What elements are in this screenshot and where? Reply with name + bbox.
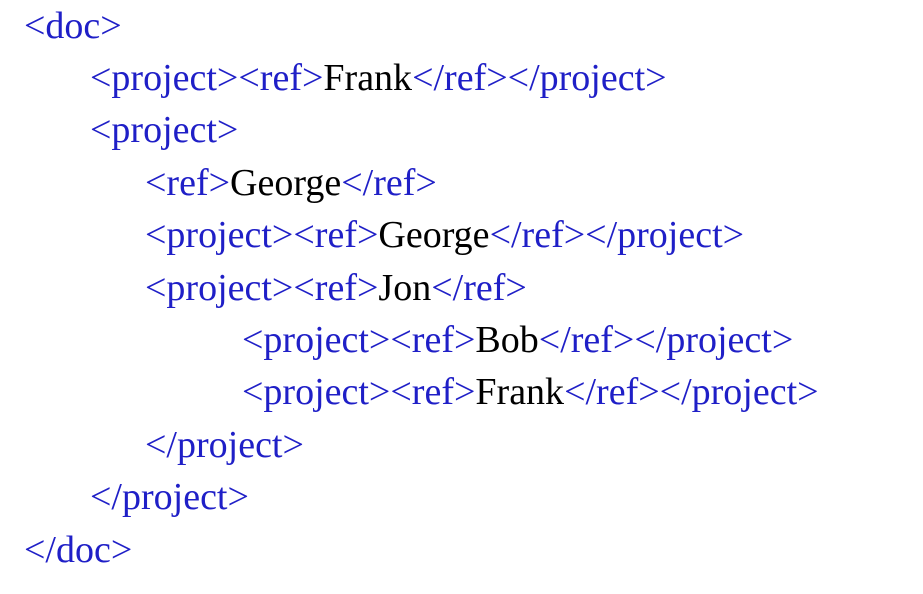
xml-line-project-frank-nested: <project><ref>Frank</ref></project> [0,366,819,418]
xml-ref-value: George [378,214,490,256]
xml-tag: </project> [90,476,249,518]
xml-line-project-open: <project> [0,104,238,156]
xml-tag: <ref> [145,162,231,204]
xml-tag: </ref></project> [489,214,745,256]
xml-tag: </ref></project> [538,319,794,361]
xml-tag: <doc> [24,5,122,47]
xml-line-project-frank: <project><ref>Frank</ref></project> [0,52,667,104]
xml-ref-value: George [230,162,342,204]
xml-line-ref-george: <ref>George</ref> [0,157,437,209]
xml-line-project-close-outer: </project> [0,471,249,523]
xml-line-project-close-inner: </project> [0,419,304,471]
xml-tag: <project><ref> [145,214,379,256]
xml-line-doc-open: <doc> [0,0,122,52]
xml-tag: <project><ref> [242,371,476,413]
xml-tag: </doc> [24,529,133,571]
xml-tag: <project><ref> [145,267,379,309]
xml-tag: <project><ref> [90,57,324,99]
xml-line-project-bob: <project><ref>Bob</ref></project> [0,314,793,366]
xml-tag: </ref> [341,162,437,204]
xml-tag: <project><ref> [242,319,476,361]
xml-ref-value: Jon [378,267,432,309]
xml-line-project-jon: <project><ref>Jon</ref> [0,262,527,314]
xml-tag: </project> [145,424,304,466]
xml-tag: </ref></project> [412,57,667,99]
xml-line-doc-close: </doc> [0,524,132,576]
xml-tag: </ref> [431,267,527,309]
xml-tag: <project> [90,109,239,151]
xml-tag: </ref></project> [564,371,819,413]
xml-ref-value: Frank [323,57,413,99]
xml-ref-value: Bob [475,319,539,361]
xml-ref-value: Frank [475,371,565,413]
xml-line-project-george: <project><ref>George</ref></project> [0,209,744,261]
